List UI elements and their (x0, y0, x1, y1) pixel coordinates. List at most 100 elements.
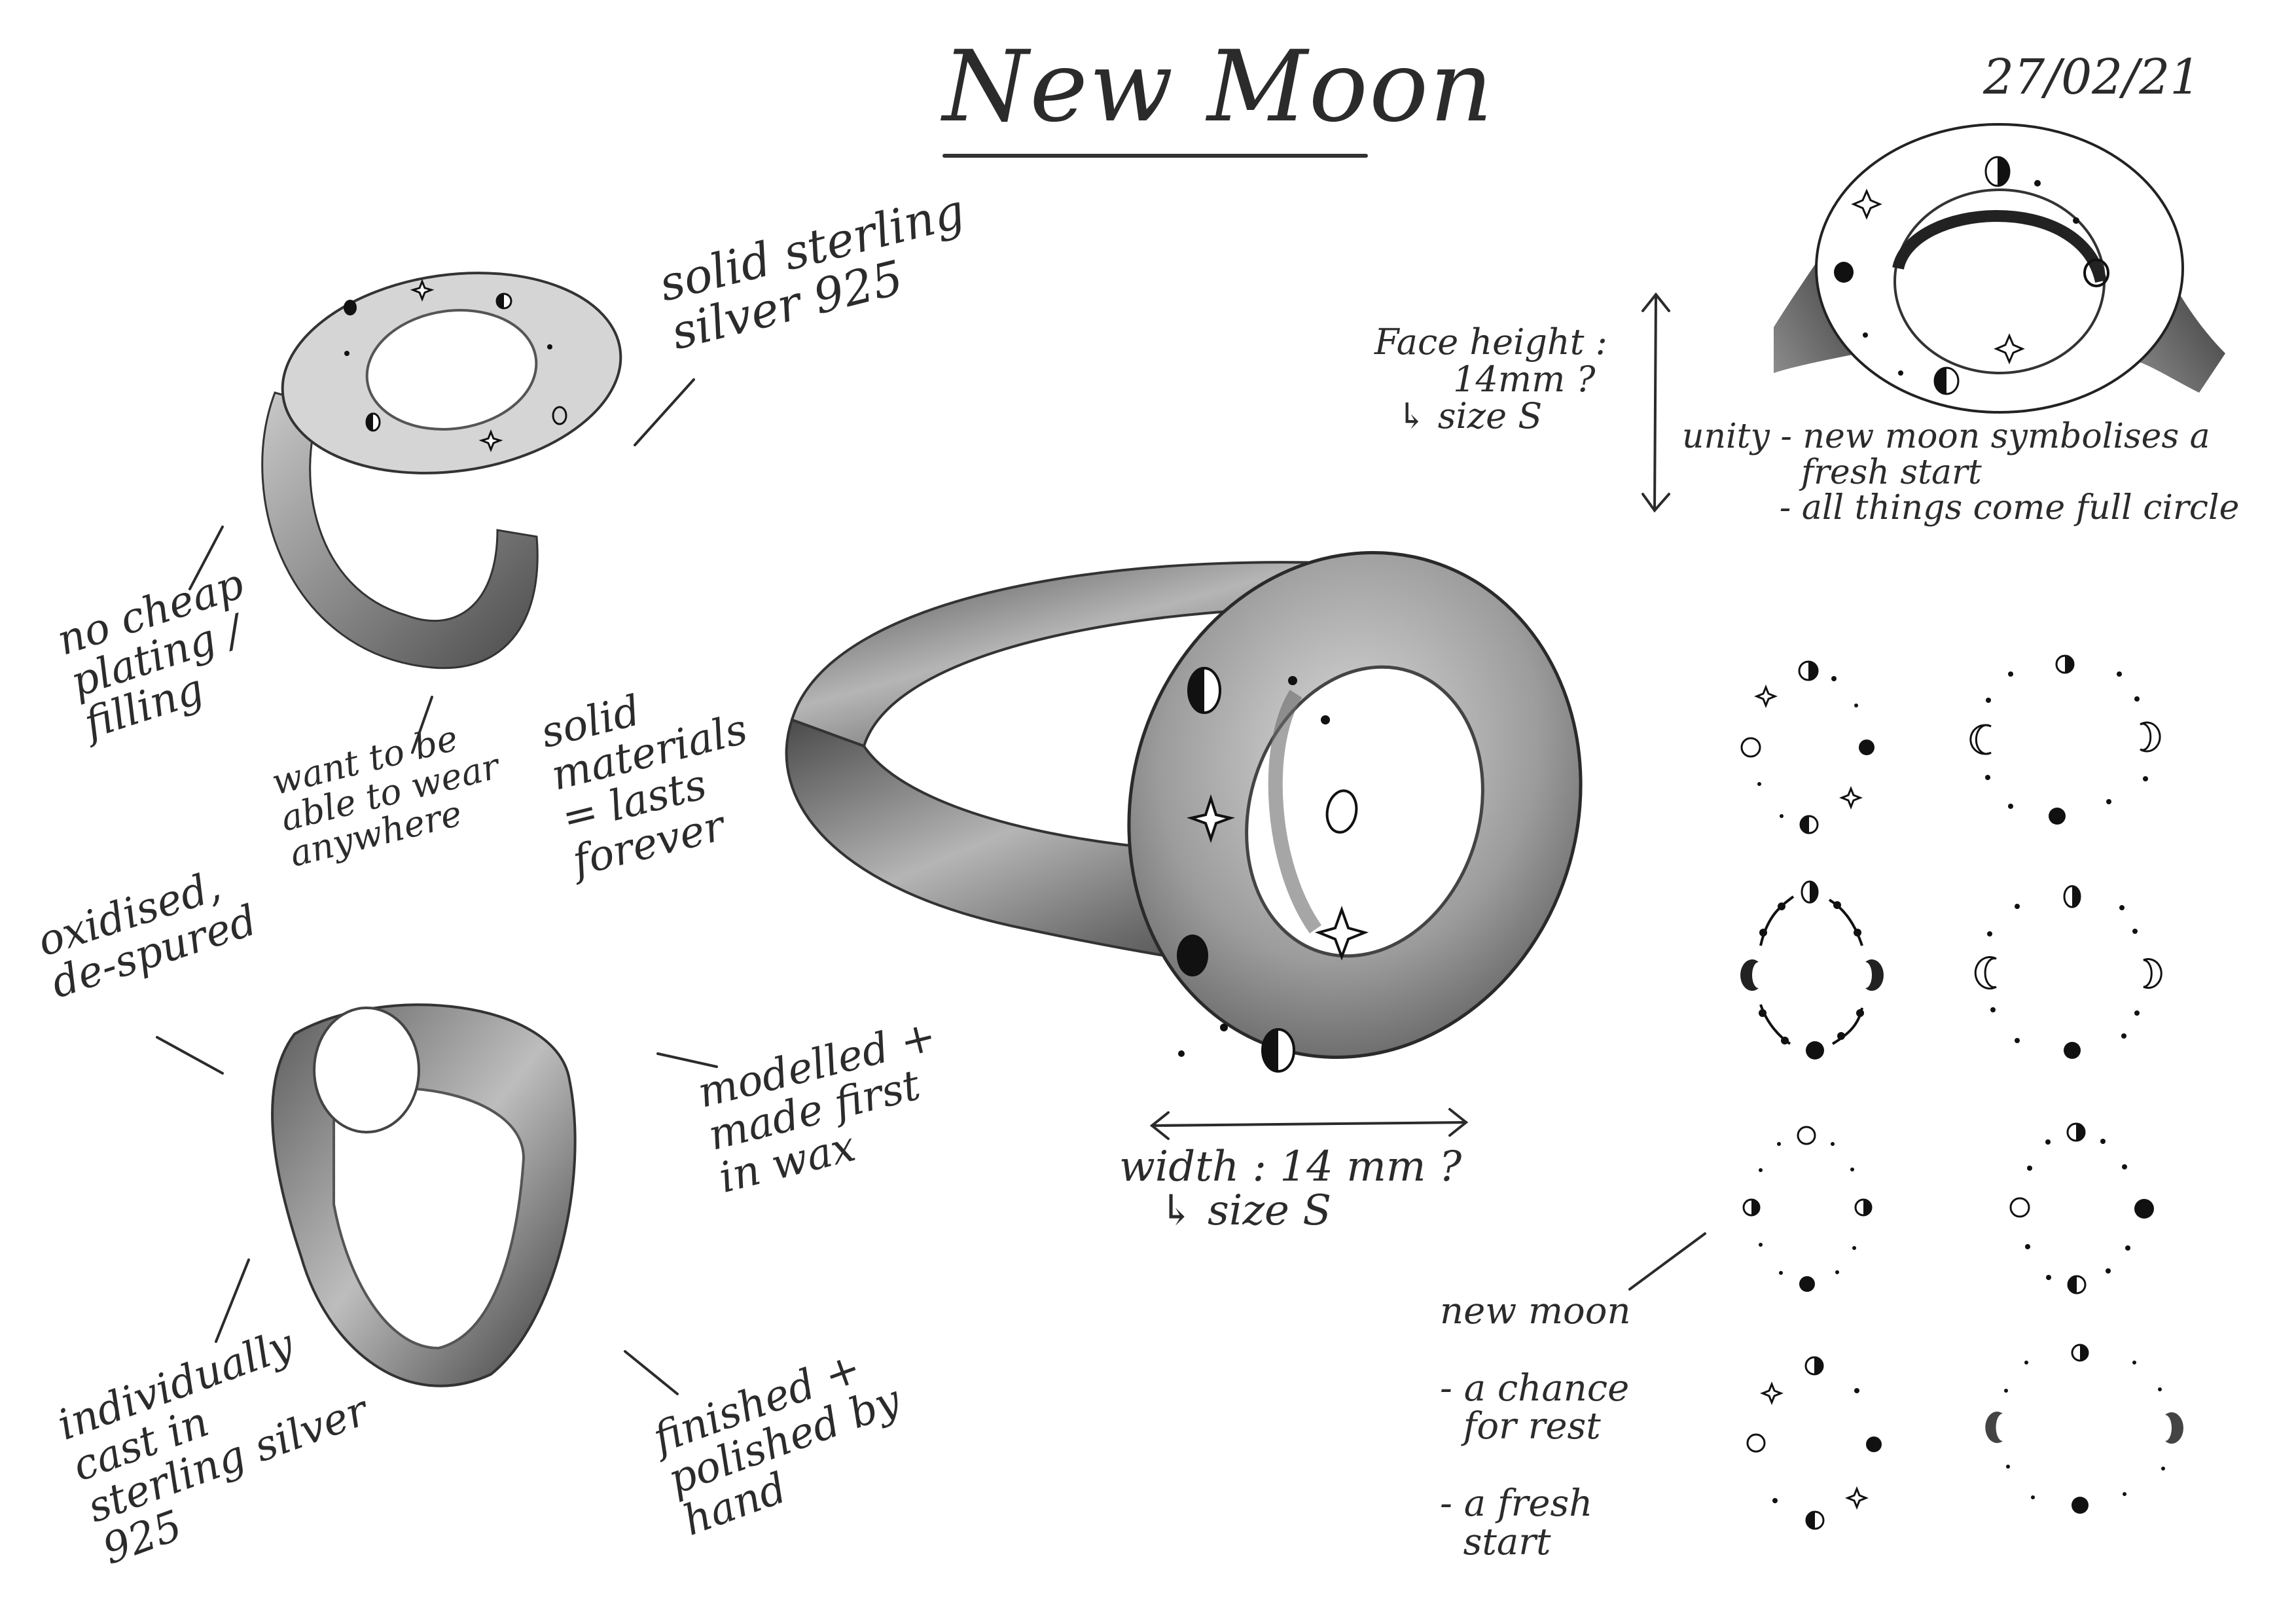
individually-cast-note: individually cast in sterling silver 925 (51, 1320, 374, 1575)
new-moon-meaning-note: new moon - a chance for rest - a fresh s… (1440, 1290, 1631, 1563)
no-plating-leader (188, 526, 224, 590)
bottom-left-ring-sketch (271, 1003, 577, 1387)
page-title: New Moon (942, 30, 1494, 144)
half-moon-icon (1933, 366, 1960, 395)
date-label: 27/02/21 (1983, 49, 2201, 105)
star-icon (1186, 794, 1236, 844)
half-moon-icon (2066, 1122, 2086, 1142)
star-icon (1851, 188, 1882, 220)
pattern-8 (1985, 1344, 2183, 1514)
pattern-4 (1974, 885, 2162, 1059)
half-moon-icon (1799, 815, 1819, 834)
full-moon-icon (1746, 1433, 1766, 1453)
dot-icon (1321, 715, 1330, 724)
dot-icon (1898, 370, 1903, 376)
half-moon-icon (1805, 1510, 1825, 1530)
star-icon (1994, 333, 2025, 365)
half-moon-icon (1742, 1198, 1761, 1217)
crescent-icon (2140, 721, 2161, 753)
new-moon-icon (1834, 262, 1854, 283)
half-moon-icon (2067, 1275, 2087, 1294)
new-moon-icon (2134, 1199, 2154, 1219)
pattern-6 (2009, 1122, 2154, 1294)
main-ring-sketch (785, 550, 1583, 1073)
new-moon-icon (2064, 1042, 2081, 1059)
face-height-note: Face height : 14mm ? ↳ size S (1374, 321, 1607, 437)
crescent-icon (1865, 959, 1884, 991)
new-moon-icon (1177, 935, 1208, 976)
half-moon-icon (1854, 1198, 1873, 1217)
pattern-3 (1740, 880, 1884, 1060)
star-icon (1759, 1381, 1784, 1406)
full-moon-icon (552, 406, 567, 425)
pattern-1 (1740, 660, 1874, 834)
pattern-2 (1969, 654, 2161, 825)
half-moon-icon (1798, 660, 1819, 681)
pattern-5 (1742, 1126, 1873, 1292)
star-icon (1314, 906, 1369, 961)
unity-note: unity - new moon symbolises a fresh star… (1682, 417, 2240, 528)
dot-icon (344, 351, 350, 356)
title-underline (942, 154, 1368, 158)
half-moon-icon (1801, 880, 1819, 904)
star-icon (478, 429, 503, 453)
crescent-icon (1969, 724, 1992, 755)
height-arrow (1641, 292, 1670, 513)
individually-cast-leader (215, 1258, 250, 1343)
solid-materials-note: solid materials = lasts forever (536, 687, 753, 886)
dot-icon (2073, 217, 2079, 224)
new-moon-icon (1806, 1041, 1824, 1060)
new-moon-icon (1866, 1436, 1882, 1452)
full-moon-icon (2009, 1197, 2030, 1218)
new-moon-icon (2049, 808, 2066, 825)
modelled-leader (656, 1052, 718, 1068)
crescent-icon (1985, 1412, 2003, 1443)
wear-anywhere-note: want to be able to wear anywhere (268, 717, 503, 876)
crescent-icon (1740, 959, 1759, 991)
dot-icon (547, 344, 552, 349)
oxidised-leader (156, 1036, 224, 1075)
new-moon-icon (1799, 1276, 1815, 1292)
finished-note: finished + polished by hand (647, 1343, 907, 1546)
crescent-icon (1974, 956, 1997, 990)
oxidised-note: oxidised, de-spured (31, 862, 263, 1008)
material-note: solid sterling silver 925 (653, 183, 970, 361)
half-moon-icon (2063, 885, 2081, 908)
half-moon-icon (495, 293, 512, 310)
dot-icon (2034, 180, 2041, 187)
star-icon (1839, 785, 1863, 810)
width-arrow (1149, 1108, 1469, 1140)
half-moon-icon (1984, 156, 2011, 187)
wear-anywhere-leader (411, 696, 433, 754)
material-leader (634, 378, 695, 446)
top-left-ring-sketch (261, 272, 622, 669)
new-moon-leader (1628, 1232, 1706, 1291)
dot-icon (1863, 332, 1868, 338)
full-moon-icon (1797, 1126, 1816, 1145)
pattern-7 (1746, 1356, 1882, 1530)
star-icon (1753, 684, 1778, 709)
half-moon-icon (365, 412, 381, 432)
finished-leader (624, 1350, 679, 1395)
half-moon-icon (1187, 667, 1221, 714)
no-plating-note: no cheap plating / filling (51, 560, 250, 749)
crescent-icon (2165, 1412, 2183, 1444)
dot-icon (1178, 1050, 1185, 1057)
half-moon-icon (2055, 654, 2075, 674)
half-moon-icon (1804, 1356, 1824, 1376)
star-icon (410, 278, 435, 302)
width-note: width : 14 mm ? ↳ size S (1119, 1143, 1462, 1236)
crescent-icon (2143, 958, 2162, 989)
full-moon-icon (1740, 737, 1761, 758)
new-moon-icon (2072, 1497, 2089, 1514)
full-moon-icon (2083, 259, 2109, 287)
full-moon-icon (1325, 789, 1358, 834)
new-moon-icon (344, 300, 357, 315)
dot-icon (1220, 1024, 1228, 1031)
top-view-ring-sketch (1774, 123, 2225, 414)
half-moon-icon (1261, 1028, 1295, 1073)
new-moon-icon (1859, 740, 1874, 755)
half-moon-icon (2071, 1344, 2089, 1362)
dot-icon (1288, 676, 1297, 685)
star-icon (1844, 1486, 1869, 1510)
